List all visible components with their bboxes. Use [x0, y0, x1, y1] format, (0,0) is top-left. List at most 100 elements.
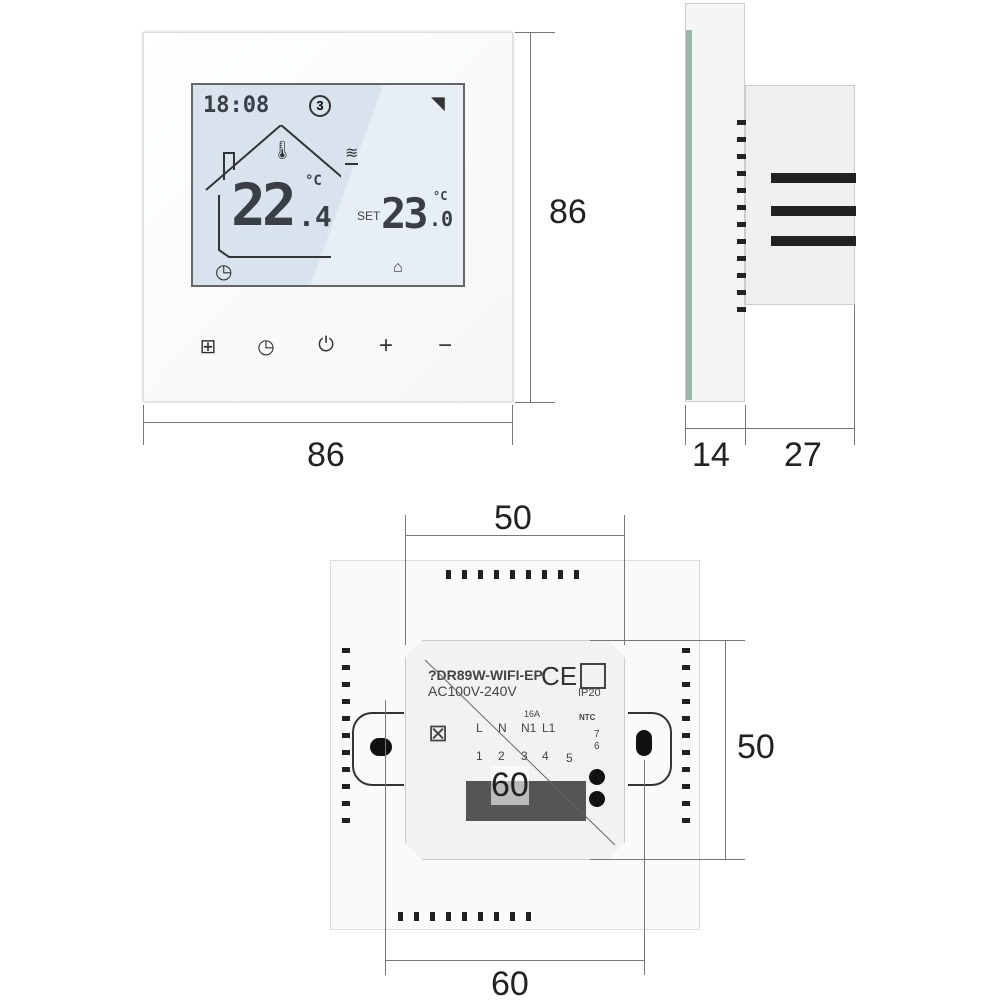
terminal-name: N1 — [521, 721, 537, 735]
vent-slot — [446, 570, 451, 579]
vent-slot — [682, 665, 690, 670]
vent-slot — [494, 570, 499, 579]
vent-slot — [682, 767, 690, 772]
side-back-depth-label: 27 — [784, 436, 822, 474]
vent-slot — [342, 801, 350, 806]
vent-slot — [737, 188, 746, 193]
ntc-terminal: 7 — [594, 729, 600, 740]
vent-slot — [682, 699, 690, 704]
terminal-number: 4 — [542, 749, 549, 763]
terminal-number: 2 — [498, 749, 505, 763]
vent-slot — [342, 767, 350, 772]
vent-slot — [342, 818, 350, 823]
vent-slot — [510, 912, 515, 921]
house-icon — [205, 125, 341, 258]
glass-edge — [686, 30, 692, 400]
lcd-screen: 18:08 3 ◥ 🌡 ≋ 22 °C .4 SET 23 °C .0 ◷ ⌂ — [191, 83, 465, 287]
minus-button[interactable]: − — [437, 332, 452, 359]
diagonal-label: 60 — [491, 766, 529, 805]
room-unit: °C — [305, 173, 322, 189]
vent-slot — [737, 307, 746, 312]
vent-slot — [737, 273, 746, 278]
ce-mark: CE — [541, 661, 578, 691]
set-temperature-decimal: .0 — [429, 207, 454, 231]
vent-slot — [430, 912, 435, 921]
vent-slot — [478, 570, 483, 579]
vent-slot — [737, 222, 746, 227]
plus-button[interactable]: + — [378, 332, 393, 359]
heating-icon: ≋ — [345, 143, 359, 165]
clock-button[interactable]: ◷ — [257, 336, 275, 358]
weee-icon: ⊠ — [428, 720, 449, 747]
set-temperature: 23 — [381, 189, 429, 238]
ntc-terminal: 6 — [594, 741, 600, 752]
terminal-name: L — [476, 721, 483, 735]
vent-slot — [737, 137, 746, 142]
back-top-width-label: 50 — [494, 499, 532, 537]
double-insulation-icon — [580, 663, 606, 689]
terminal-name: L1 — [542, 721, 556, 735]
vent-slot — [462, 912, 467, 921]
vent-slot — [737, 239, 746, 244]
vent-slot — [682, 648, 690, 653]
vent-slot — [342, 699, 350, 704]
vent-slot — [526, 570, 531, 579]
vent-slot — [682, 801, 690, 806]
vent-slot — [342, 716, 350, 721]
ntc-label: NTC — [579, 713, 596, 722]
vent-slot — [682, 733, 690, 738]
vent-slot — [462, 570, 467, 579]
mounting-slot-right — [628, 712, 672, 786]
current-rating: 16A — [524, 709, 541, 719]
side-front-plate — [685, 3, 745, 402]
away-mode-icon: ⌂ — [393, 259, 403, 276]
terminal-number: 5 — [566, 751, 573, 765]
wifi-icon: ◥ — [431, 93, 445, 113]
vent-slot — [737, 290, 746, 295]
vent-slot — [558, 570, 563, 579]
voltage-label: AC100V-240V — [428, 683, 517, 699]
ip-rating: IP20 — [578, 687, 601, 699]
room-temperature-decimal: .4 — [298, 200, 332, 233]
vent-slot — [682, 784, 690, 789]
vent-slot — [574, 570, 579, 579]
vent-slot — [542, 570, 547, 579]
vent-slot — [737, 205, 746, 210]
front-height-label: 86 — [549, 193, 587, 231]
vent-slot — [446, 912, 451, 921]
vent-slot — [342, 733, 350, 738]
vent-slot — [342, 682, 350, 687]
vent-slot — [737, 120, 746, 125]
back-right-height-label: 50 — [737, 728, 775, 766]
menu-button[interactable]: ⊞ — [199, 336, 217, 358]
set-label: SET — [357, 209, 381, 223]
vent-slot — [737, 154, 746, 159]
clock-icon: ◷ — [215, 261, 233, 283]
vent-slot — [494, 912, 499, 921]
thermometer-icon: 🌡 — [271, 140, 294, 160]
side-back-box — [745, 85, 856, 305]
mounting-hole-right — [636, 730, 652, 756]
mounting-hole-left — [370, 738, 392, 756]
wiring-module: ?DR89W-WIFI-EP AC100V-240V CE IP20 ⊠ 16A… — [405, 640, 625, 860]
vent-slot — [682, 750, 690, 755]
screw-terminal — [589, 769, 605, 785]
vent-slot — [682, 818, 690, 823]
model-label: ?DR89W-WIFI-EP — [428, 667, 543, 683]
vent-slot — [737, 256, 746, 261]
vent-slot — [526, 912, 531, 921]
vent-slot — [682, 682, 690, 687]
terminal-number: 1 — [476, 749, 483, 763]
room-temperature: 22 — [231, 171, 297, 239]
vent-slot — [478, 912, 483, 921]
vent-slot — [414, 912, 419, 921]
power-button[interactable]: ⏻ — [318, 334, 334, 356]
mounting-slot-left — [352, 712, 404, 786]
vent-slot — [342, 750, 350, 755]
terminal-name: N — [498, 721, 507, 735]
vent-slot — [737, 171, 746, 176]
vent-slot — [510, 570, 515, 579]
vent-slot — [342, 784, 350, 789]
set-unit: °C — [433, 189, 448, 203]
